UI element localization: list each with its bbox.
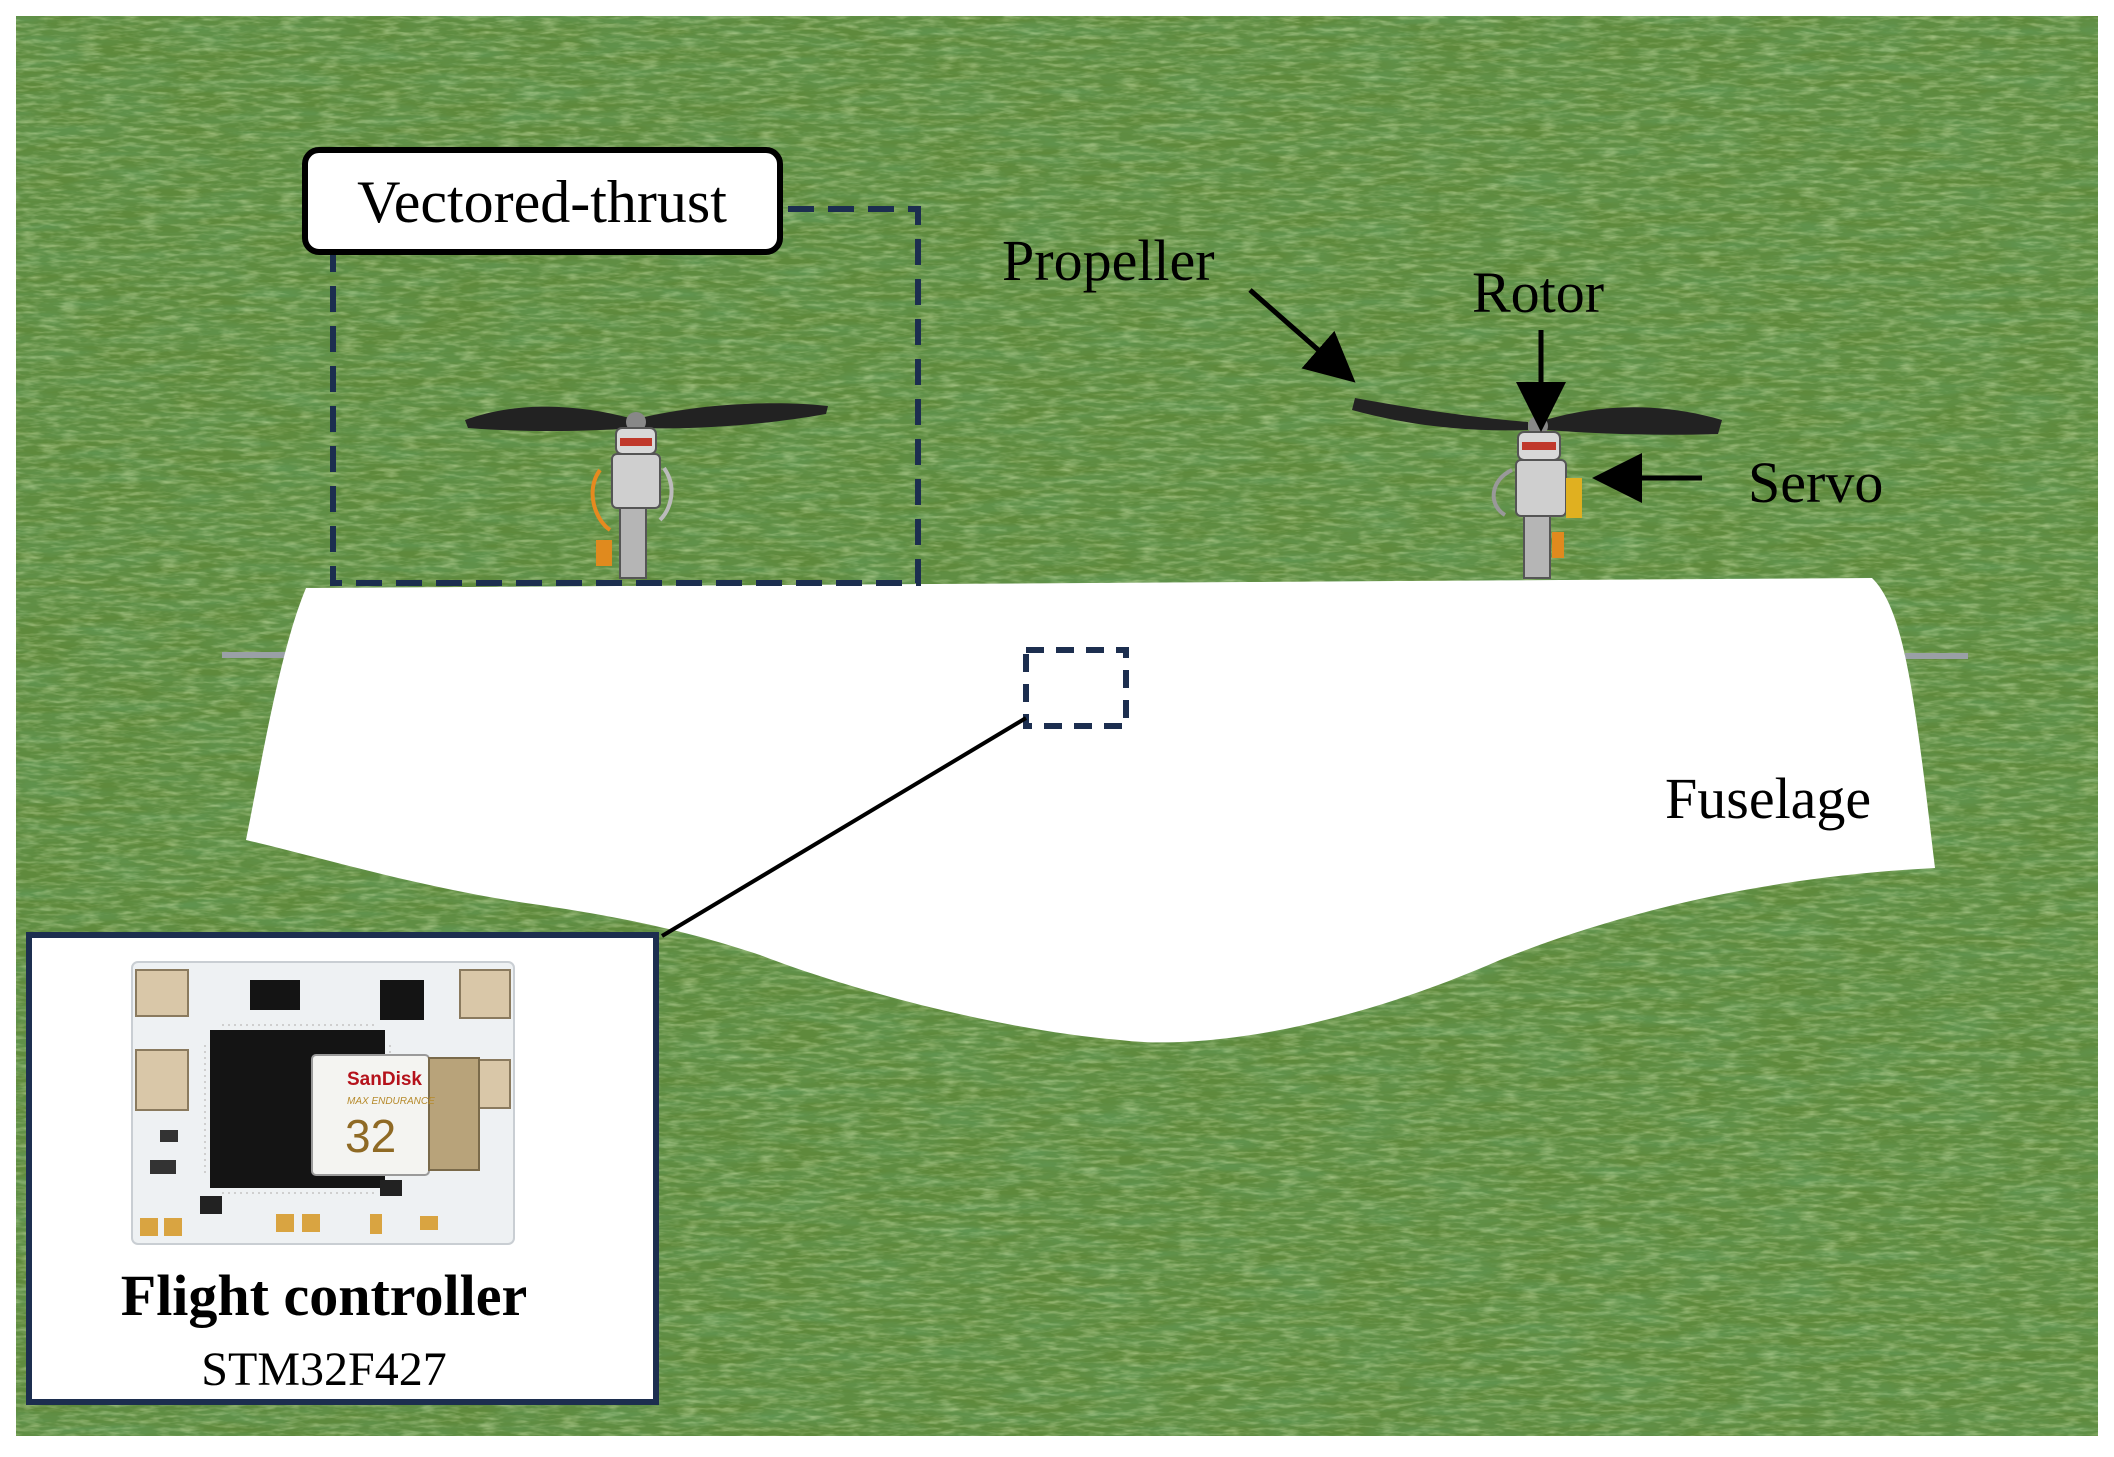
flight-controller-mcu: STM32F427 (201, 1343, 446, 1396)
flight-controller-location-box (1023, 647, 1129, 729)
servo-label: Servo (1748, 450, 1883, 515)
rotor-icon (615, 427, 657, 455)
left-thrust-unit (465, 403, 828, 579)
fuselage-label: Fuselage (1665, 766, 1871, 831)
sd-card-line: MAX ENDURANCE (347, 1096, 435, 1107)
servo-icon (590, 453, 674, 579)
vectored-thrust-label-box: Vectored-thrust (302, 147, 783, 255)
sd-card-brand: SanDisk (347, 1069, 422, 1090)
rotor-label: Rotor (1472, 260, 1604, 325)
vectored-thrust-box (330, 206, 921, 586)
flight-controller-inset: SanDisk MAX ENDURANCE 32 Flight controll… (26, 932, 659, 1405)
vectored-thrust-label: Vectored-thrust (357, 169, 727, 235)
right-thrust-unit (1352, 398, 1722, 579)
sd-card-icon: SanDisk MAX ENDURANCE 32 (311, 1054, 480, 1176)
flight-controller-title: Flight controller (121, 1263, 527, 1328)
fuselage-shape (246, 578, 1935, 1043)
inset-leader-line (660, 716, 1028, 938)
sd-card-capacity: 32 (345, 1110, 396, 1162)
rotor-icon (1517, 431, 1561, 461)
propeller-arrow (1248, 288, 1356, 383)
propeller-label: Propeller (1002, 228, 1215, 293)
servo-icon (1491, 459, 1582, 579)
